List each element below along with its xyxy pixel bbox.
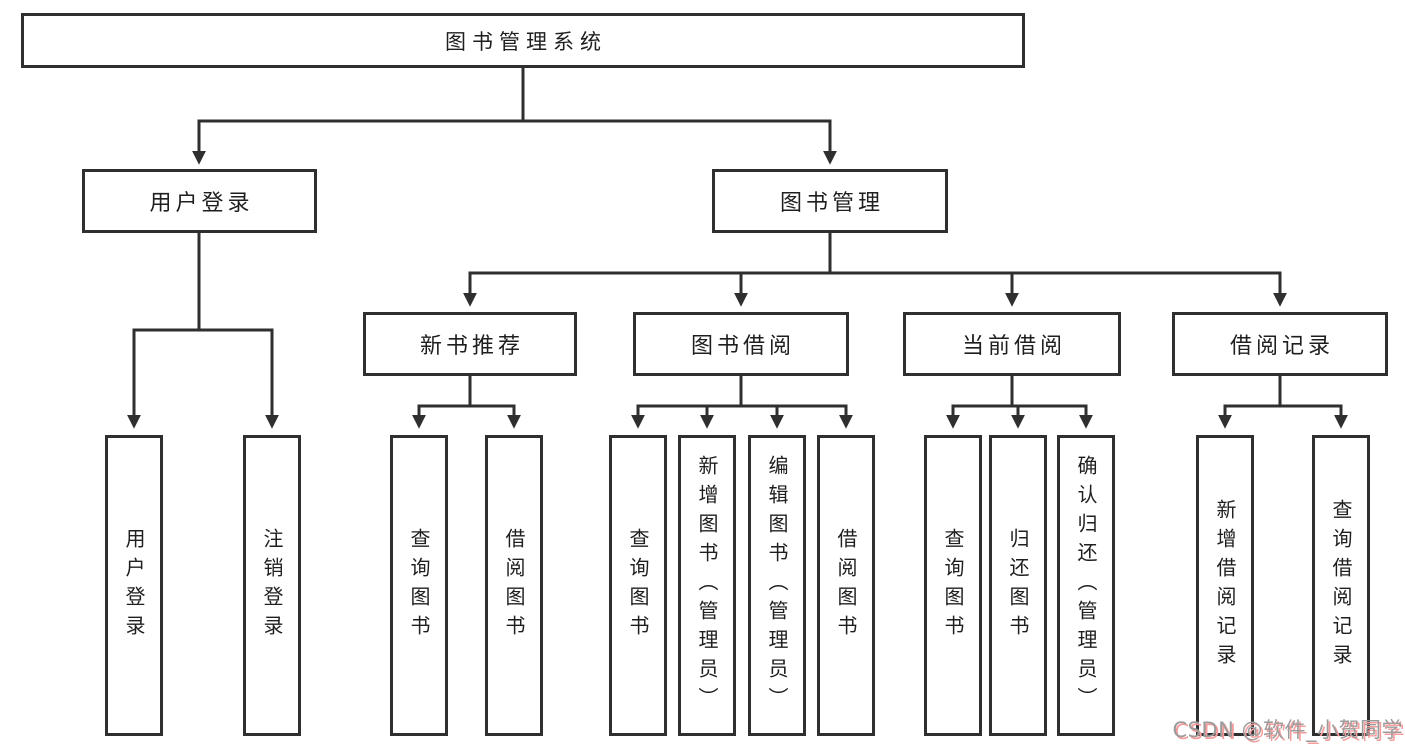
node-label: 用户登录 bbox=[149, 191, 254, 216]
node-label: 图书借阅 bbox=[690, 334, 795, 359]
node-label: 图书管理 bbox=[779, 191, 884, 216]
node-user-login: 用户登录 bbox=[82, 169, 317, 233]
node-label: 确认归还（管理员） bbox=[1074, 455, 1098, 716]
leaf-query-books-borrowing: 查询图书 bbox=[609, 435, 667, 736]
leaf-query-borrow-record: 查询借阅记录 bbox=[1312, 435, 1370, 736]
node-borrowing-records: 借阅记录 bbox=[1172, 312, 1388, 376]
leaf-confirm-return-admin: 确认归还（管理员） bbox=[1057, 435, 1115, 736]
leaf-user-login: 用户登录 bbox=[105, 435, 163, 736]
node-book-management: 图书管理 bbox=[712, 169, 948, 233]
watermark: CSDN @软件_小贺同学 bbox=[1172, 714, 1403, 744]
leaf-logout: 注销登录 bbox=[243, 435, 301, 736]
leaf-edit-books-admin: 编辑图书（管理员） bbox=[748, 435, 806, 736]
leaf-borrow-books-borrowing: 借阅图书 bbox=[817, 435, 875, 736]
leaf-query-books-recommend: 查询图书 bbox=[390, 435, 448, 736]
leaf-add-books-admin: 新增图书（管理员） bbox=[678, 435, 736, 736]
node-label: 图书管理系统 bbox=[445, 29, 607, 54]
node-label: 注销登录 bbox=[260, 527, 284, 644]
node-label: 查询图书 bbox=[626, 527, 650, 644]
node-label: 查询图书 bbox=[407, 527, 431, 644]
node-new-book-recommend: 新书推荐 bbox=[363, 312, 577, 376]
node-label: 借阅图书 bbox=[502, 527, 526, 644]
node-label: 查询借阅记录 bbox=[1329, 498, 1353, 673]
node-label: 当前借阅 bbox=[961, 334, 1066, 359]
node-label: 新书推荐 bbox=[419, 334, 524, 359]
watermark-text: CSDN @软件_小贺同学 bbox=[1172, 718, 1403, 742]
node-label: 查询图书 bbox=[941, 527, 965, 644]
node-label: 编辑图书（管理员） bbox=[765, 455, 789, 716]
leaf-add-borrow-record: 新增借阅记录 bbox=[1196, 435, 1254, 736]
node-label: 借阅图书 bbox=[834, 527, 858, 644]
node-label: 用户登录 bbox=[122, 527, 146, 644]
leaf-return-books: 归还图书 bbox=[989, 435, 1047, 736]
node-library-management-system: 图书管理系统 bbox=[21, 13, 1025, 68]
node-label: 借阅记录 bbox=[1229, 334, 1334, 359]
node-label: 新增借阅记录 bbox=[1213, 498, 1237, 673]
node-current-borrowing: 当前借阅 bbox=[903, 312, 1121, 376]
leaf-borrow-books-recommend: 借阅图书 bbox=[485, 435, 543, 736]
leaf-query-books-current: 查询图书 bbox=[924, 435, 982, 736]
node-label: 新增图书（管理员） bbox=[695, 455, 719, 716]
node-label: 归还图书 bbox=[1006, 527, 1030, 644]
node-book-borrowing: 图书借阅 bbox=[633, 312, 849, 376]
